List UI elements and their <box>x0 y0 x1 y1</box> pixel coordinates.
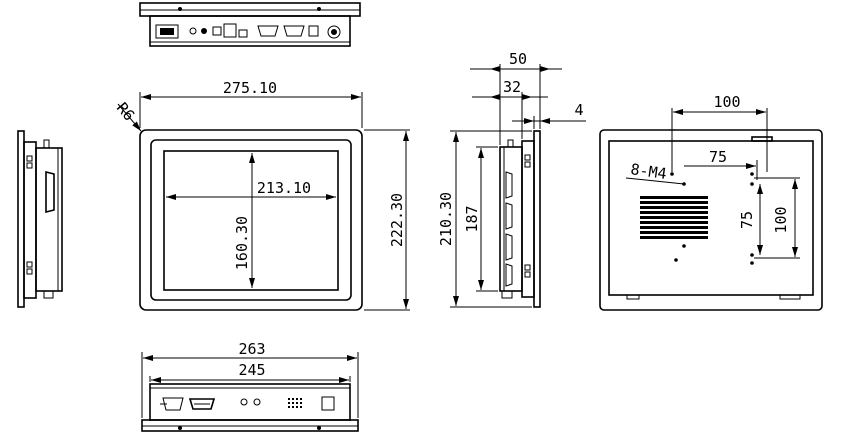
outer-bezel <box>139 129 363 311</box>
connector-icon <box>45 170 55 214</box>
port-icon <box>189 27 197 35</box>
dim-back-narrow-h: 75 <box>709 148 727 166</box>
inner-bezel <box>150 139 352 301</box>
mount-hole-icon <box>750 253 754 257</box>
port-icon <box>238 29 248 38</box>
vent-grille <box>640 196 708 239</box>
connector-icon <box>505 171 513 199</box>
button-icon <box>253 398 261 406</box>
port-icon <box>308 25 319 37</box>
port-icon <box>212 26 222 36</box>
label-mounting-holes: 8-M4 <box>629 160 667 183</box>
mount-hole-icon <box>674 258 678 262</box>
dim-side-inner-height: 187 <box>463 205 481 232</box>
dim-corner-radius: R6 <box>113 99 138 124</box>
dim-back-wide: 100 <box>713 93 740 111</box>
port-icon <box>155 24 179 39</box>
connector-icon <box>505 233 513 261</box>
top-view <box>139 2 361 47</box>
connector-icon <box>505 263 513 287</box>
dim-bottom-inner-width: 245 <box>238 361 265 379</box>
mount-hole-icon <box>682 244 686 248</box>
port-icon <box>283 25 305 37</box>
button-icon <box>240 398 248 406</box>
bottom-view: 263 245 <box>141 340 359 432</box>
dim-body-depth: 32 <box>503 78 521 96</box>
dim-screen-height: 160.30 <box>233 216 251 270</box>
dim-outer-width: 275.10 <box>223 79 277 97</box>
port-icon <box>257 25 279 37</box>
led-grid <box>288 398 302 408</box>
dim-screen-width: 213.10 <box>257 179 311 197</box>
back-view: 100 75 8-M4 75 100 <box>599 93 823 311</box>
connector-icon <box>505 202 513 230</box>
dim-bezel-thickness: 4 <box>574 101 583 119</box>
port-icon <box>321 396 335 411</box>
dim-back-tall: 100 <box>772 206 790 233</box>
port-icon <box>160 397 184 411</box>
dim-back-narrow-v: 75 <box>738 211 756 229</box>
mount-hole-icon <box>670 172 674 176</box>
dim-bottom-outer-width: 263 <box>238 340 265 358</box>
left-side-view <box>17 130 63 308</box>
front-view: 275.10 222.30 213.10 160.30 R6 <box>113 79 410 311</box>
knob-icon <box>327 25 341 39</box>
port-icon <box>188 398 216 410</box>
mount-hole-icon <box>750 172 754 176</box>
dim-side-height: 210.30 <box>437 192 455 246</box>
mount-hole-icon <box>750 261 754 265</box>
right-side-view: 50 32 4 210.30 187 <box>437 50 586 308</box>
mount-hole-icon <box>750 182 754 186</box>
screen <box>163 150 339 291</box>
dim-outer-height: 222.30 <box>388 193 406 247</box>
port-icon <box>223 23 237 38</box>
dim-total-depth: 50 <box>509 50 527 68</box>
